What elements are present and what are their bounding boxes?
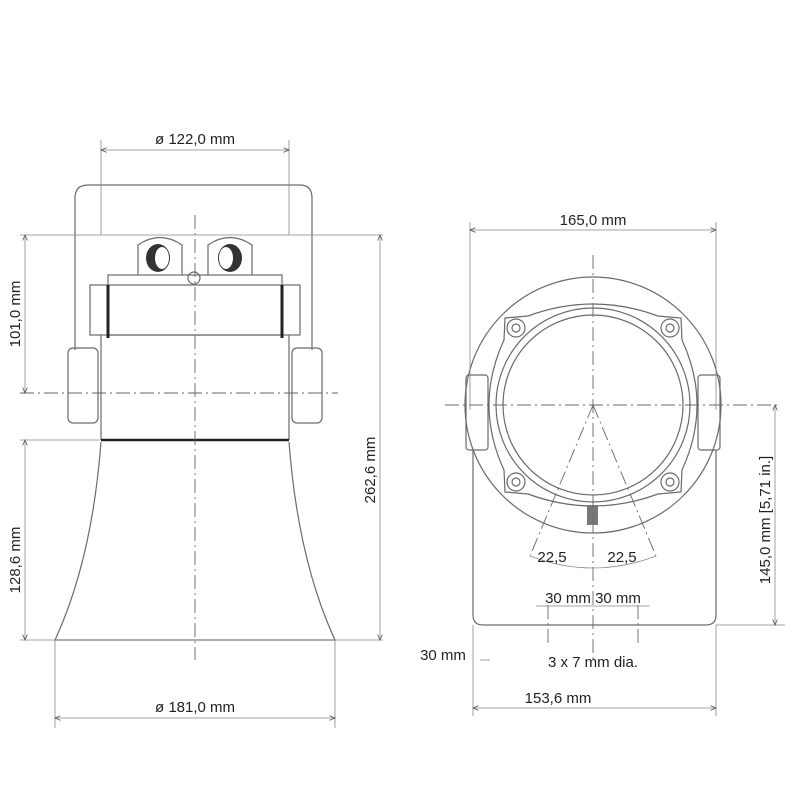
connector (587, 505, 598, 525)
edge-offset-label: 30 mm (420, 647, 466, 664)
hole-spacing-left-label: 30 mm (545, 590, 591, 607)
screw (187, 271, 201, 285)
total-height-label: 262,6 mm (362, 437, 379, 504)
front-view: ø 122,0 mm 101,0 mm 128,6 mm 262,6 mm ø … (7, 131, 383, 728)
side-view: 22,5 22,5 30 mm 30 mm 3 x 7 mm dia. 165,… (420, 212, 785, 716)
width-label: 165,0 mm (560, 212, 627, 229)
pivot-knob-right (291, 347, 323, 424)
mounting-bracket (74, 184, 313, 350)
pivot-knob-left (67, 347, 99, 424)
center-height-label: 145,0 mm [5,71 in.] (757, 456, 774, 584)
angle-right-label: 22,5 (607, 549, 636, 566)
hole-spacing-right-label: 30 mm (595, 590, 641, 607)
angle-left-label: 22,5 (537, 549, 566, 566)
bracket-base (472, 450, 717, 626)
base-width-label: 153,6 mm (525, 690, 592, 707)
bottom-diameter-label: ø 181,0 mm (155, 699, 235, 716)
side-knob-right (697, 374, 721, 451)
bolt-holes (506, 318, 680, 492)
mounting-plate (488, 303, 698, 507)
upper-height-label: 101,0 mm (7, 281, 24, 348)
side-knob-left (465, 374, 489, 451)
horn-height-label: 128,6 mm (7, 527, 24, 594)
cable-glands (137, 236, 253, 275)
top-diameter-label: ø 122,0 mm (155, 131, 235, 148)
holes-label: 3 x 7 mm dia. (548, 654, 638, 671)
